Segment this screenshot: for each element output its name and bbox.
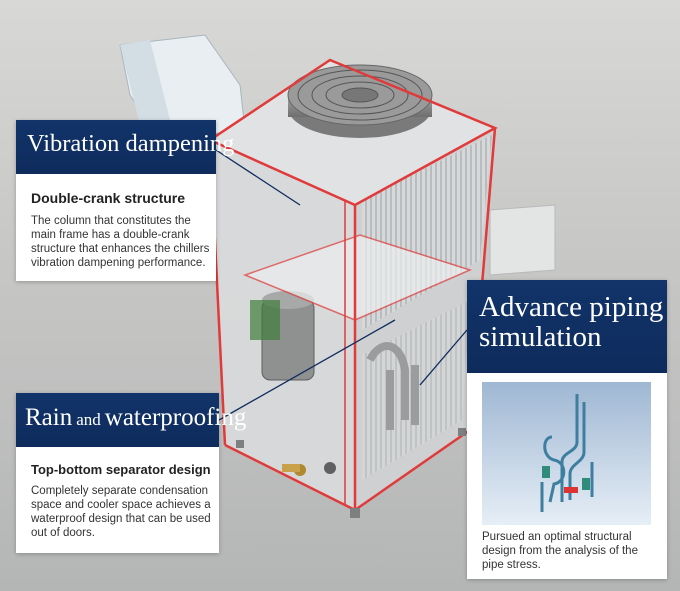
compressor bbox=[250, 291, 315, 381]
rain-title: Rain and waterproofing bbox=[16, 393, 246, 447]
unit-feet bbox=[236, 428, 466, 518]
pipe-valves bbox=[282, 462, 336, 476]
vibration-subtitle: Double-crank structure bbox=[31, 190, 186, 206]
vibration-description: The column that constitutes the main fra… bbox=[31, 215, 210, 269]
piping-description: Pursued an optimal structural design fro… bbox=[482, 531, 638, 571]
leader-lines bbox=[215, 149, 468, 421]
piping-title: Advance piping simulation bbox=[467, 280, 667, 373]
fan-assembly bbox=[287, 64, 433, 138]
separator-plate bbox=[242, 234, 473, 321]
rain-subtitle: Top-bottom separator design bbox=[31, 462, 211, 477]
rain-title-part2: and bbox=[76, 410, 101, 429]
vibration-title: Vibration dampening bbox=[16, 120, 234, 174]
rain-title-part3: waterproofing bbox=[104, 404, 247, 431]
pipework bbox=[366, 342, 419, 430]
rain-description: Completely separate condensation space a… bbox=[31, 485, 211, 539]
rain-title-part1: Rain bbox=[25, 404, 73, 431]
piping-simulation-image bbox=[482, 382, 651, 525]
side-panel bbox=[489, 204, 556, 276]
